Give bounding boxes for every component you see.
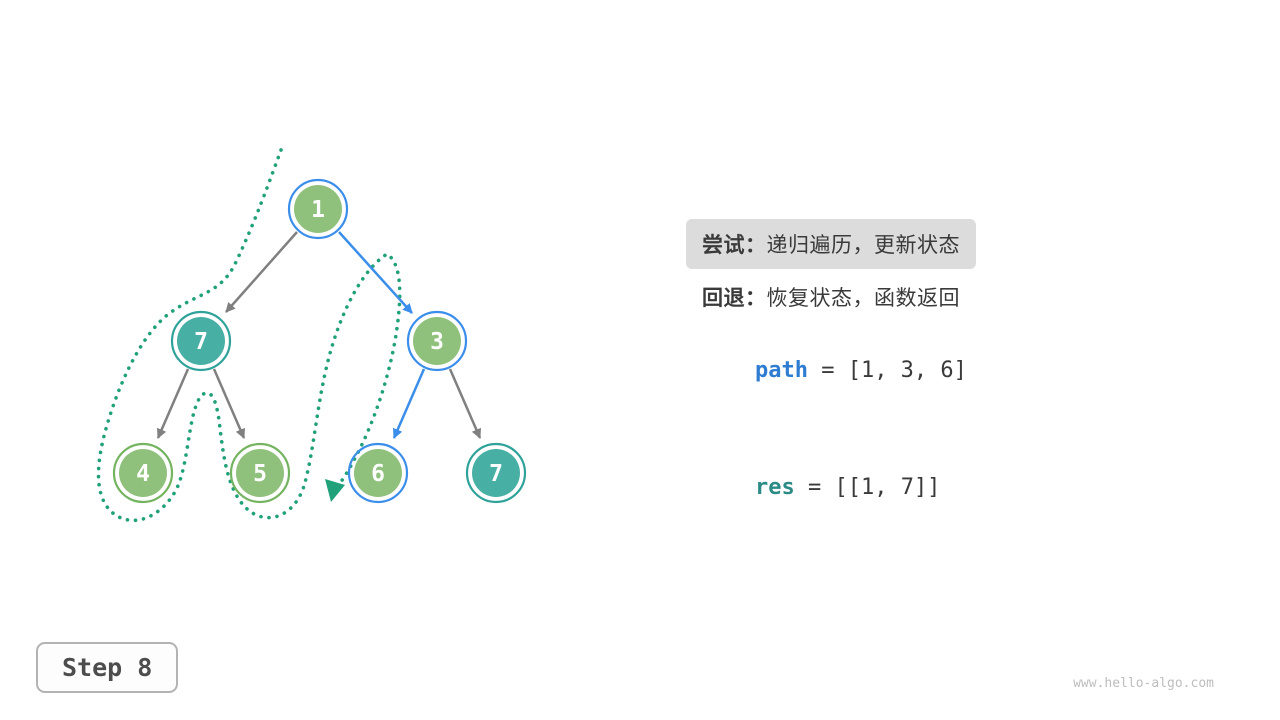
edge-1-to-7left xyxy=(225,231,298,313)
node-value: 6 xyxy=(371,461,385,487)
edge-1-to-3 xyxy=(338,231,413,314)
tree-node-7-left: 7 xyxy=(170,310,232,372)
node-value: 7 xyxy=(489,461,503,487)
path-variable-value: = [1, 3, 6] xyxy=(807,358,967,383)
tree-node-5: 5 xyxy=(229,442,291,504)
step-indicator: Step 8 xyxy=(36,642,179,693)
tree-node-1: 1 xyxy=(287,178,349,240)
try-status-line: 尝试：递归遍历，更新状态 xyxy=(686,219,976,269)
try-text: 递归遍历，更新状态 xyxy=(766,234,960,257)
try-label: 尝试： xyxy=(702,234,767,257)
binary-tree-diagram: 1 7 3 4 5 6 7 xyxy=(96,148,527,523)
node-value: 3 xyxy=(430,329,444,355)
backtrack-label: 回退： xyxy=(702,287,767,310)
edge-7left-to-5 xyxy=(212,368,246,439)
edge-3-to-6 xyxy=(392,368,426,439)
node-value: 5 xyxy=(253,461,267,487)
res-variable-value: = [[1, 7]] xyxy=(794,475,941,500)
path-variable-line: path = [1, 3, 6] xyxy=(702,333,967,408)
res-variable-name: res xyxy=(754,475,795,500)
tree-node-3: 3 xyxy=(406,310,468,372)
edge-3-to-7right xyxy=(448,368,482,439)
backtrack-text: 恢复状态，函数返回 xyxy=(766,287,960,310)
trace-arrowhead-icon xyxy=(325,479,345,502)
tree-node-7-right: 7 xyxy=(465,442,527,504)
site-watermark: www.hello-algo.com xyxy=(1073,676,1214,691)
node-value: 1 xyxy=(311,197,325,223)
node-value: 7 xyxy=(194,329,208,355)
node-value: 4 xyxy=(136,461,150,487)
path-variable-name: path xyxy=(754,358,808,383)
backtrack-status-line: 回退：恢复状态，函数返回 xyxy=(702,282,960,312)
tree-node-4: 4 xyxy=(112,442,174,504)
tree-node-6: 6 xyxy=(347,442,409,504)
res-variable-line: res = [[1, 7]] xyxy=(702,450,940,525)
edge-7left-to-4 xyxy=(156,368,190,439)
